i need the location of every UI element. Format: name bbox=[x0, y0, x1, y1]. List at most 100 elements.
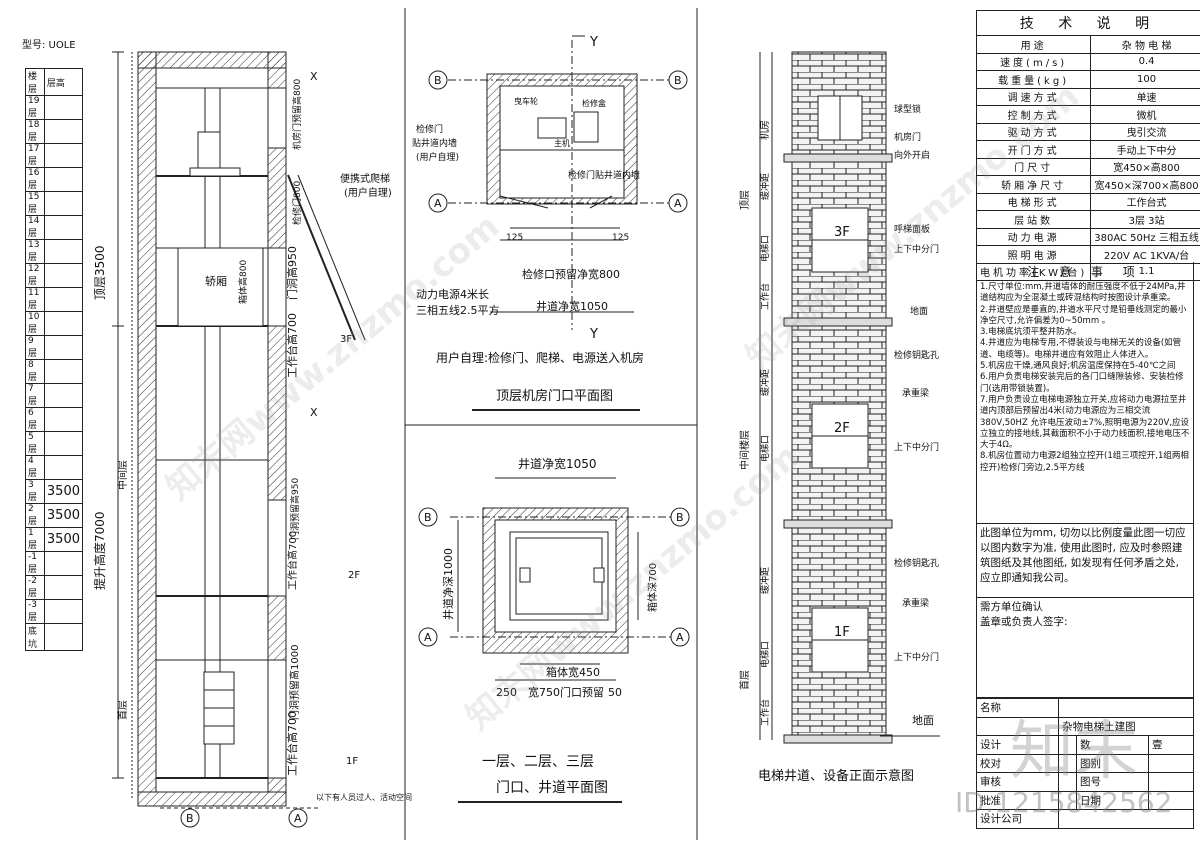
floor-table-header: 层高 bbox=[43, 68, 84, 96]
spec-row: 轿厢净尺寸宽450×深700×高800 bbox=[975, 175, 1200, 194]
floor-2f-label: 2F bbox=[348, 570, 360, 581]
mid-floor-label: 中间层 bbox=[116, 460, 129, 490]
spec-value: 曳引交流 bbox=[1090, 122, 1200, 141]
floor-row: 6层 bbox=[25, 407, 84, 432]
floor-row: 7层 bbox=[25, 383, 84, 408]
pulley-label: 曳车轮 bbox=[514, 96, 538, 106]
note-item: 7.用户负责设立电梯电源独立开关,应将动力电源拉至井道内顶部后预留出4米(动力电… bbox=[980, 394, 1190, 451]
spec-value: 380AC 50Hz 三相五线 bbox=[1090, 227, 1200, 246]
tp-axis-b-left: B bbox=[434, 74, 442, 87]
model-label: 型号: UOLE bbox=[22, 40, 76, 51]
floor-height-cell bbox=[43, 575, 84, 600]
axis-a-bubble: A bbox=[294, 812, 302, 825]
spec-row: 速度(m/s)0.4 bbox=[975, 52, 1200, 71]
sign-row: 设计公司 bbox=[975, 809, 1194, 829]
door-pre-950-label: 门洞预留高950 bbox=[289, 478, 301, 540]
spec-row: 控制方式微机 bbox=[975, 105, 1200, 124]
door-top-label: 电梯口 bbox=[759, 235, 771, 262]
work-700-mid-label: 工作台高700 bbox=[286, 531, 299, 590]
x-label-2: X bbox=[310, 406, 318, 419]
floor-mark-label: 地面 bbox=[910, 305, 928, 317]
sign-cell: 名称 bbox=[975, 698, 1060, 718]
svc-door-wall-label: 贴井道内墙 bbox=[412, 137, 457, 149]
fp-car-depth-label: 箱体深700 bbox=[646, 563, 659, 612]
floor-cell: 7层 bbox=[25, 383, 45, 408]
spec-row: 电机功率(KW/台)1.1 bbox=[975, 262, 1200, 281]
machine-room-label: 机房 bbox=[758, 120, 771, 140]
ground-label: 地面 bbox=[912, 714, 934, 727]
spec-row: 调速方式单速 bbox=[975, 87, 1200, 106]
spec-value: 宽450×深700×高800 bbox=[1090, 175, 1200, 194]
buffer-top-label: 缓冲距 bbox=[759, 173, 771, 200]
floor-row: -1层 bbox=[25, 551, 84, 576]
tp-axis-b-right: B bbox=[674, 74, 682, 87]
svc-door-inner-label: 检修门贴井道内墙 bbox=[568, 169, 640, 181]
car-height-label: 箱体高800 bbox=[237, 260, 249, 304]
floor-row: 9层 bbox=[25, 335, 84, 360]
spec-value: 杂 物 电 梯 bbox=[1090, 35, 1200, 54]
mr-door-label: 机房门 bbox=[894, 131, 921, 143]
spec-row: 电梯形式工作台式 bbox=[975, 192, 1200, 211]
spec-key: 速度(m/s) bbox=[975, 52, 1092, 71]
split-door-3-label: 上下中分门 bbox=[894, 243, 939, 255]
key-hole-2-label: 检修钥匙孔 bbox=[894, 349, 939, 361]
floor-row: 15层 bbox=[25, 191, 84, 216]
spec-key: 用途 bbox=[975, 35, 1092, 54]
power2-label: 三相五线2.5平方 bbox=[416, 303, 500, 317]
elev-3f-label: 3F bbox=[834, 225, 850, 240]
door-mid-label: 电梯口 bbox=[759, 435, 771, 462]
floor-cell: 19层 bbox=[25, 95, 45, 120]
first-floor-label: 首层 bbox=[116, 700, 129, 720]
floor-height-cell bbox=[43, 359, 84, 384]
spec-row: 用途杂 物 电 梯 bbox=[975, 35, 1200, 54]
spec-value: 220V AC 1KVA/台 bbox=[1090, 245, 1200, 264]
call-panel-label: 呼梯面板 bbox=[894, 223, 930, 235]
note-item: 4.井道应为电梯专用,不得装设与电梯无关的设备(如管道、电缆等)。电梯井道应有效… bbox=[980, 338, 1182, 360]
split-door-2-label: 上下中分门 bbox=[894, 441, 939, 453]
key-hole-1-label: 检修钥匙孔 bbox=[894, 557, 939, 569]
fp-axis-a-right: A bbox=[676, 631, 684, 644]
sign-cell bbox=[1147, 753, 1195, 773]
floor-row: -2层 bbox=[25, 575, 84, 600]
fp-shaft-depth-label: 井道净深1000 bbox=[441, 548, 455, 620]
confirm-box: 需方单位确认 盖章或负责人签字: bbox=[976, 598, 1194, 698]
fp-door-width-label: 宽750门口预留 bbox=[528, 685, 604, 699]
shaft-section bbox=[112, 51, 366, 828]
fp-axis-b-right: B bbox=[676, 511, 684, 524]
buffer-mid-label: 缓冲距 bbox=[759, 369, 771, 396]
floor-row: 14层 bbox=[25, 215, 84, 240]
floor-height-cell bbox=[43, 383, 84, 408]
dim-125-left: 125 bbox=[506, 233, 523, 243]
tp-axis-a-left: A bbox=[434, 197, 442, 210]
fp-car-width-label: 箱体宽450 bbox=[546, 665, 600, 679]
bearing-1-label: 承重梁 bbox=[902, 597, 929, 609]
spec-key: 层站数 bbox=[975, 210, 1092, 229]
floor-3f-label: 3F bbox=[340, 334, 352, 345]
floor-plan-title-1: 一层、二层、三层 bbox=[482, 754, 594, 770]
floor-row: 12层 bbox=[25, 263, 84, 288]
floor-row: 10层 bbox=[25, 311, 84, 336]
elevation-title: 电梯井道、设备正面示意图 bbox=[758, 768, 914, 784]
work-top-label: 工作台 bbox=[759, 283, 771, 310]
floor-row: 5层 bbox=[25, 431, 84, 456]
watermark-id: ID:1215842562 bbox=[955, 786, 1173, 819]
spec-value: 单速 bbox=[1090, 87, 1200, 106]
top-height-label: 顶层3500 bbox=[93, 245, 107, 300]
floor-plan-title-2: 门口、井道平面图 bbox=[496, 780, 608, 796]
svc-door-label: 检修门 bbox=[416, 123, 443, 135]
sign-table: 名称杂物电梯土建图设计数壹校对图别审核图号批准日期设计公司 bbox=[975, 698, 1195, 829]
sign-cell: 图别 bbox=[1076, 753, 1149, 773]
floor-height-cell bbox=[43, 335, 84, 360]
spec-row: 门尺寸宽450×高800 bbox=[975, 157, 1200, 176]
tp-axis-a-right: A bbox=[674, 197, 682, 210]
lift-height-label: 提升高度7000 bbox=[92, 511, 107, 590]
split-door-1-label: 上下中分门 bbox=[894, 651, 939, 663]
door-950-label: 门洞高950 bbox=[285, 246, 299, 300]
sign-row: 校对图别 bbox=[975, 753, 1195, 773]
power1-label: 动力电源4米长 bbox=[416, 287, 489, 301]
floor-row: 8层 bbox=[25, 359, 84, 384]
top-plan-note: 用户自理:检修门、爬梯、电源送入机房 bbox=[436, 350, 644, 365]
